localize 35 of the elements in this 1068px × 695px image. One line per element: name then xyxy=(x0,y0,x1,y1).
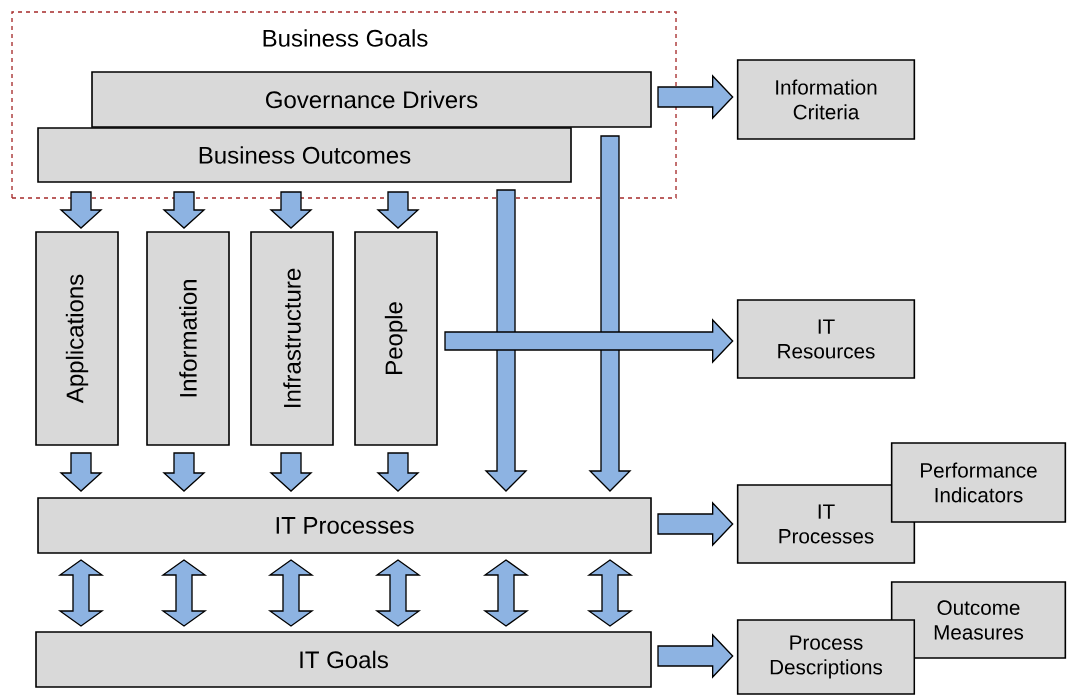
block-arrow xyxy=(162,191,206,229)
block-arrow xyxy=(482,559,530,627)
process-box: IT Processes xyxy=(37,497,652,554)
process-box: People xyxy=(354,231,438,446)
output-box: IT Processes xyxy=(736,484,916,564)
process-box: Business Outcomes xyxy=(37,127,572,183)
block-arrow xyxy=(444,318,734,364)
process-box: Infrastructure xyxy=(250,231,334,446)
block-arrow xyxy=(269,452,313,492)
output-box: Outcome Measures xyxy=(890,581,1067,659)
block-arrow xyxy=(657,633,734,679)
process-box: Governance Drivers xyxy=(91,71,652,128)
block-arrow xyxy=(588,135,632,492)
block-arrow xyxy=(484,189,528,492)
block-arrow xyxy=(376,452,420,492)
block-arrow xyxy=(657,501,734,547)
output-box: Information Criteria xyxy=(736,59,916,140)
block-arrow xyxy=(376,191,420,229)
output-box: Process Descriptions xyxy=(736,619,916,695)
block-arrow xyxy=(269,191,313,229)
block-arrow xyxy=(586,559,634,627)
block-arrow xyxy=(59,191,103,229)
block-arrow xyxy=(657,74,734,120)
block-arrow xyxy=(160,559,208,627)
block-arrow xyxy=(59,452,103,492)
output-box: Performance Indicators xyxy=(890,442,1067,523)
block-arrow xyxy=(374,559,422,627)
output-box: IT Resources xyxy=(736,299,916,379)
process-box: Applications xyxy=(35,231,119,446)
block-arrow xyxy=(57,559,105,627)
group-label: Business Goals xyxy=(263,29,428,47)
block-arrow xyxy=(267,559,315,627)
process-box: Information xyxy=(146,231,230,446)
process-box: IT Goals xyxy=(35,631,652,688)
block-arrow xyxy=(162,452,206,492)
